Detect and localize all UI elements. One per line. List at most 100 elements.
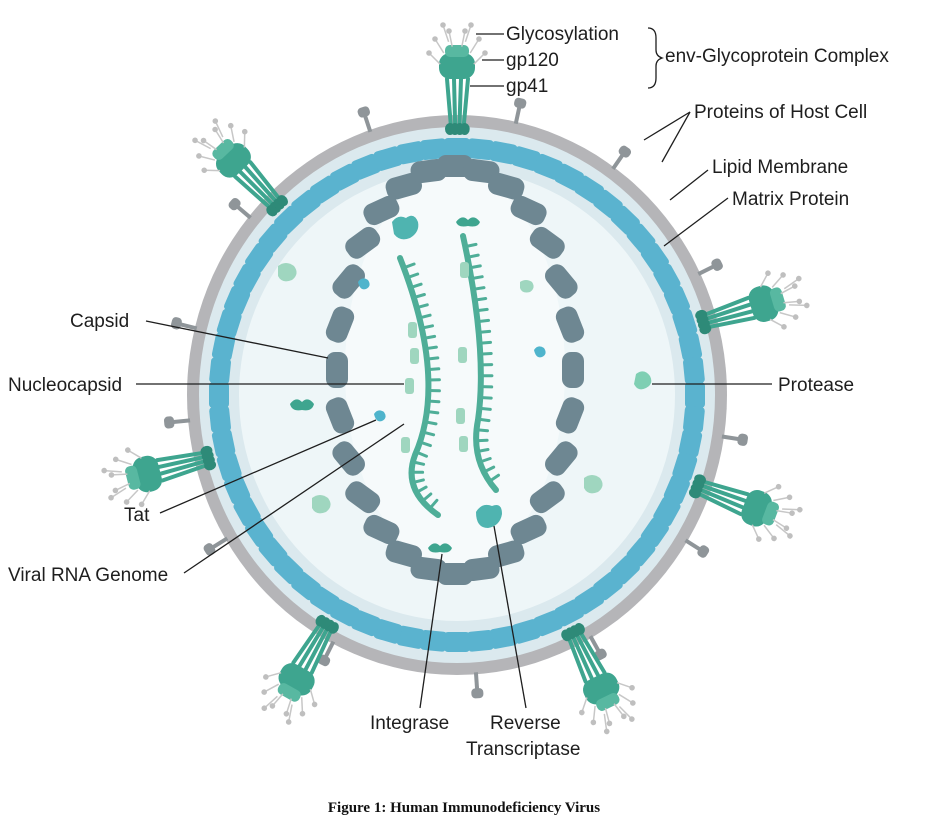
gp41-stalk bbox=[309, 627, 334, 675]
matrix-protein bbox=[653, 263, 681, 294]
host-protein-stalk bbox=[697, 264, 716, 276]
gp41-stalk bbox=[457, 77, 463, 129]
host-cell-protein bbox=[203, 536, 229, 556]
rna-strand-left bbox=[397, 255, 441, 518]
gp41-stalk bbox=[701, 295, 751, 318]
gp41-anchor bbox=[561, 629, 572, 642]
env-glycoprotein bbox=[695, 270, 810, 335]
capsid-segment bbox=[325, 397, 355, 434]
capsid-segment bbox=[363, 195, 400, 226]
matrix-protein bbox=[216, 452, 242, 482]
glycosylation-sugar bbox=[780, 272, 786, 278]
capsid-segment bbox=[345, 481, 381, 514]
matrix-protein bbox=[245, 242, 274, 273]
matrix-protein bbox=[309, 175, 340, 204]
capsid-segment bbox=[345, 226, 381, 259]
host-protein-stalk bbox=[721, 434, 741, 442]
glycosylation-sugar bbox=[112, 456, 119, 463]
host-protein-head bbox=[163, 416, 175, 429]
label-gp41: gp41 bbox=[506, 76, 548, 97]
capsid-segment bbox=[545, 264, 578, 299]
gp120-cap bbox=[596, 692, 620, 711]
matrix-protein bbox=[640, 517, 669, 548]
gp41-stalk bbox=[461, 77, 470, 129]
glycosylation-sugar bbox=[261, 689, 267, 695]
glycosylation-sugar bbox=[590, 719, 597, 726]
matrix-protein bbox=[610, 555, 640, 585]
capsid-segment bbox=[385, 540, 423, 568]
capsid-segment bbox=[555, 306, 585, 343]
glycosylation-sugar bbox=[797, 506, 803, 513]
leader-capsid bbox=[145, 320, 329, 359]
matrix-protein bbox=[593, 189, 623, 219]
host-protein-head bbox=[697, 545, 710, 558]
matrix-protein bbox=[678, 332, 703, 361]
glycosylation-sugar bbox=[781, 324, 787, 330]
glycosylation-branch bbox=[782, 508, 800, 511]
nucleocapsid-blob bbox=[410, 348, 419, 364]
matrix-protein bbox=[444, 632, 470, 652]
matrix-protein bbox=[466, 629, 494, 652]
labels: Glycosylation gp120 gp41 env-Glycoprotei… bbox=[8, 24, 889, 816]
glycosylation-sugar bbox=[101, 467, 107, 474]
nucleocapsid-blob bbox=[460, 262, 469, 278]
matrix-protein bbox=[444, 138, 470, 158]
gp41-stalk bbox=[577, 629, 607, 675]
label-integrase: Integrase bbox=[370, 713, 449, 734]
glycosylation-sugar bbox=[468, 22, 474, 28]
env-glycoprotein bbox=[688, 474, 803, 542]
glycosylation-sugar bbox=[603, 728, 610, 735]
glycosylation-sugar bbox=[108, 494, 114, 501]
glycosylation-sugar bbox=[775, 483, 782, 490]
host-protein-head bbox=[357, 106, 371, 118]
glycosylation-sugar bbox=[192, 137, 198, 144]
viral-rna-genome bbox=[397, 233, 500, 518]
glycosylation-sugar bbox=[200, 137, 207, 144]
host-cell-protein bbox=[163, 416, 191, 429]
gp41-stalk bbox=[291, 620, 323, 665]
glycosylation-branch bbox=[618, 705, 633, 720]
capsid-segment bbox=[510, 195, 547, 226]
matrix-protein bbox=[533, 153, 563, 180]
glycosylation-sugar bbox=[446, 28, 452, 34]
reverse-transcriptase-top bbox=[392, 215, 419, 240]
glycosylation-sugar bbox=[261, 705, 268, 712]
host-protein-head bbox=[514, 97, 527, 109]
gp41-anchor bbox=[315, 614, 327, 627]
glycosylation-branch bbox=[263, 695, 278, 709]
host-protein-head bbox=[737, 433, 748, 446]
host-protein-stalk bbox=[235, 204, 252, 220]
matrix-protein-ring bbox=[209, 138, 705, 652]
capsid-segment bbox=[332, 264, 365, 299]
glycosylation-sugar bbox=[462, 28, 468, 34]
gp41-stalk bbox=[703, 309, 755, 326]
gp41-anchor bbox=[459, 123, 470, 135]
matrix-protein bbox=[489, 625, 518, 649]
gp41-anchor bbox=[688, 488, 701, 499]
matrix-protein bbox=[330, 163, 360, 191]
gp41-stalk bbox=[566, 634, 588, 684]
glycosylation-sugar bbox=[792, 314, 799, 320]
glycosylation-sugar bbox=[803, 302, 810, 309]
matrix-protein bbox=[211, 332, 236, 361]
glycosylation-sugar bbox=[201, 167, 208, 174]
gp41-stalk bbox=[696, 486, 745, 510]
capsid-segment bbox=[529, 481, 565, 514]
matrix-protein bbox=[574, 175, 605, 204]
leader-integrase bbox=[419, 553, 443, 709]
glycosylation-sugar bbox=[123, 499, 130, 505]
host-protein-stalk bbox=[171, 418, 191, 425]
gp41-stalk bbox=[155, 450, 207, 463]
gp41-stalk bbox=[695, 490, 743, 516]
gp41-anchor bbox=[276, 195, 288, 207]
label-host-proteins: Proteins of Host Cell bbox=[694, 102, 867, 123]
label-capsid: Capsid bbox=[70, 311, 129, 332]
matrix-protein bbox=[678, 429, 703, 458]
env-glycoprotein bbox=[426, 22, 488, 135]
glycosylation-sugar bbox=[432, 36, 438, 42]
matrix-protein bbox=[396, 141, 425, 165]
matrix-protein bbox=[610, 205, 640, 235]
protease-blob bbox=[278, 263, 297, 282]
figure-caption: Figure 1: Human Immunodeficiency Virus bbox=[328, 800, 600, 816]
capsid-segments bbox=[325, 155, 585, 585]
